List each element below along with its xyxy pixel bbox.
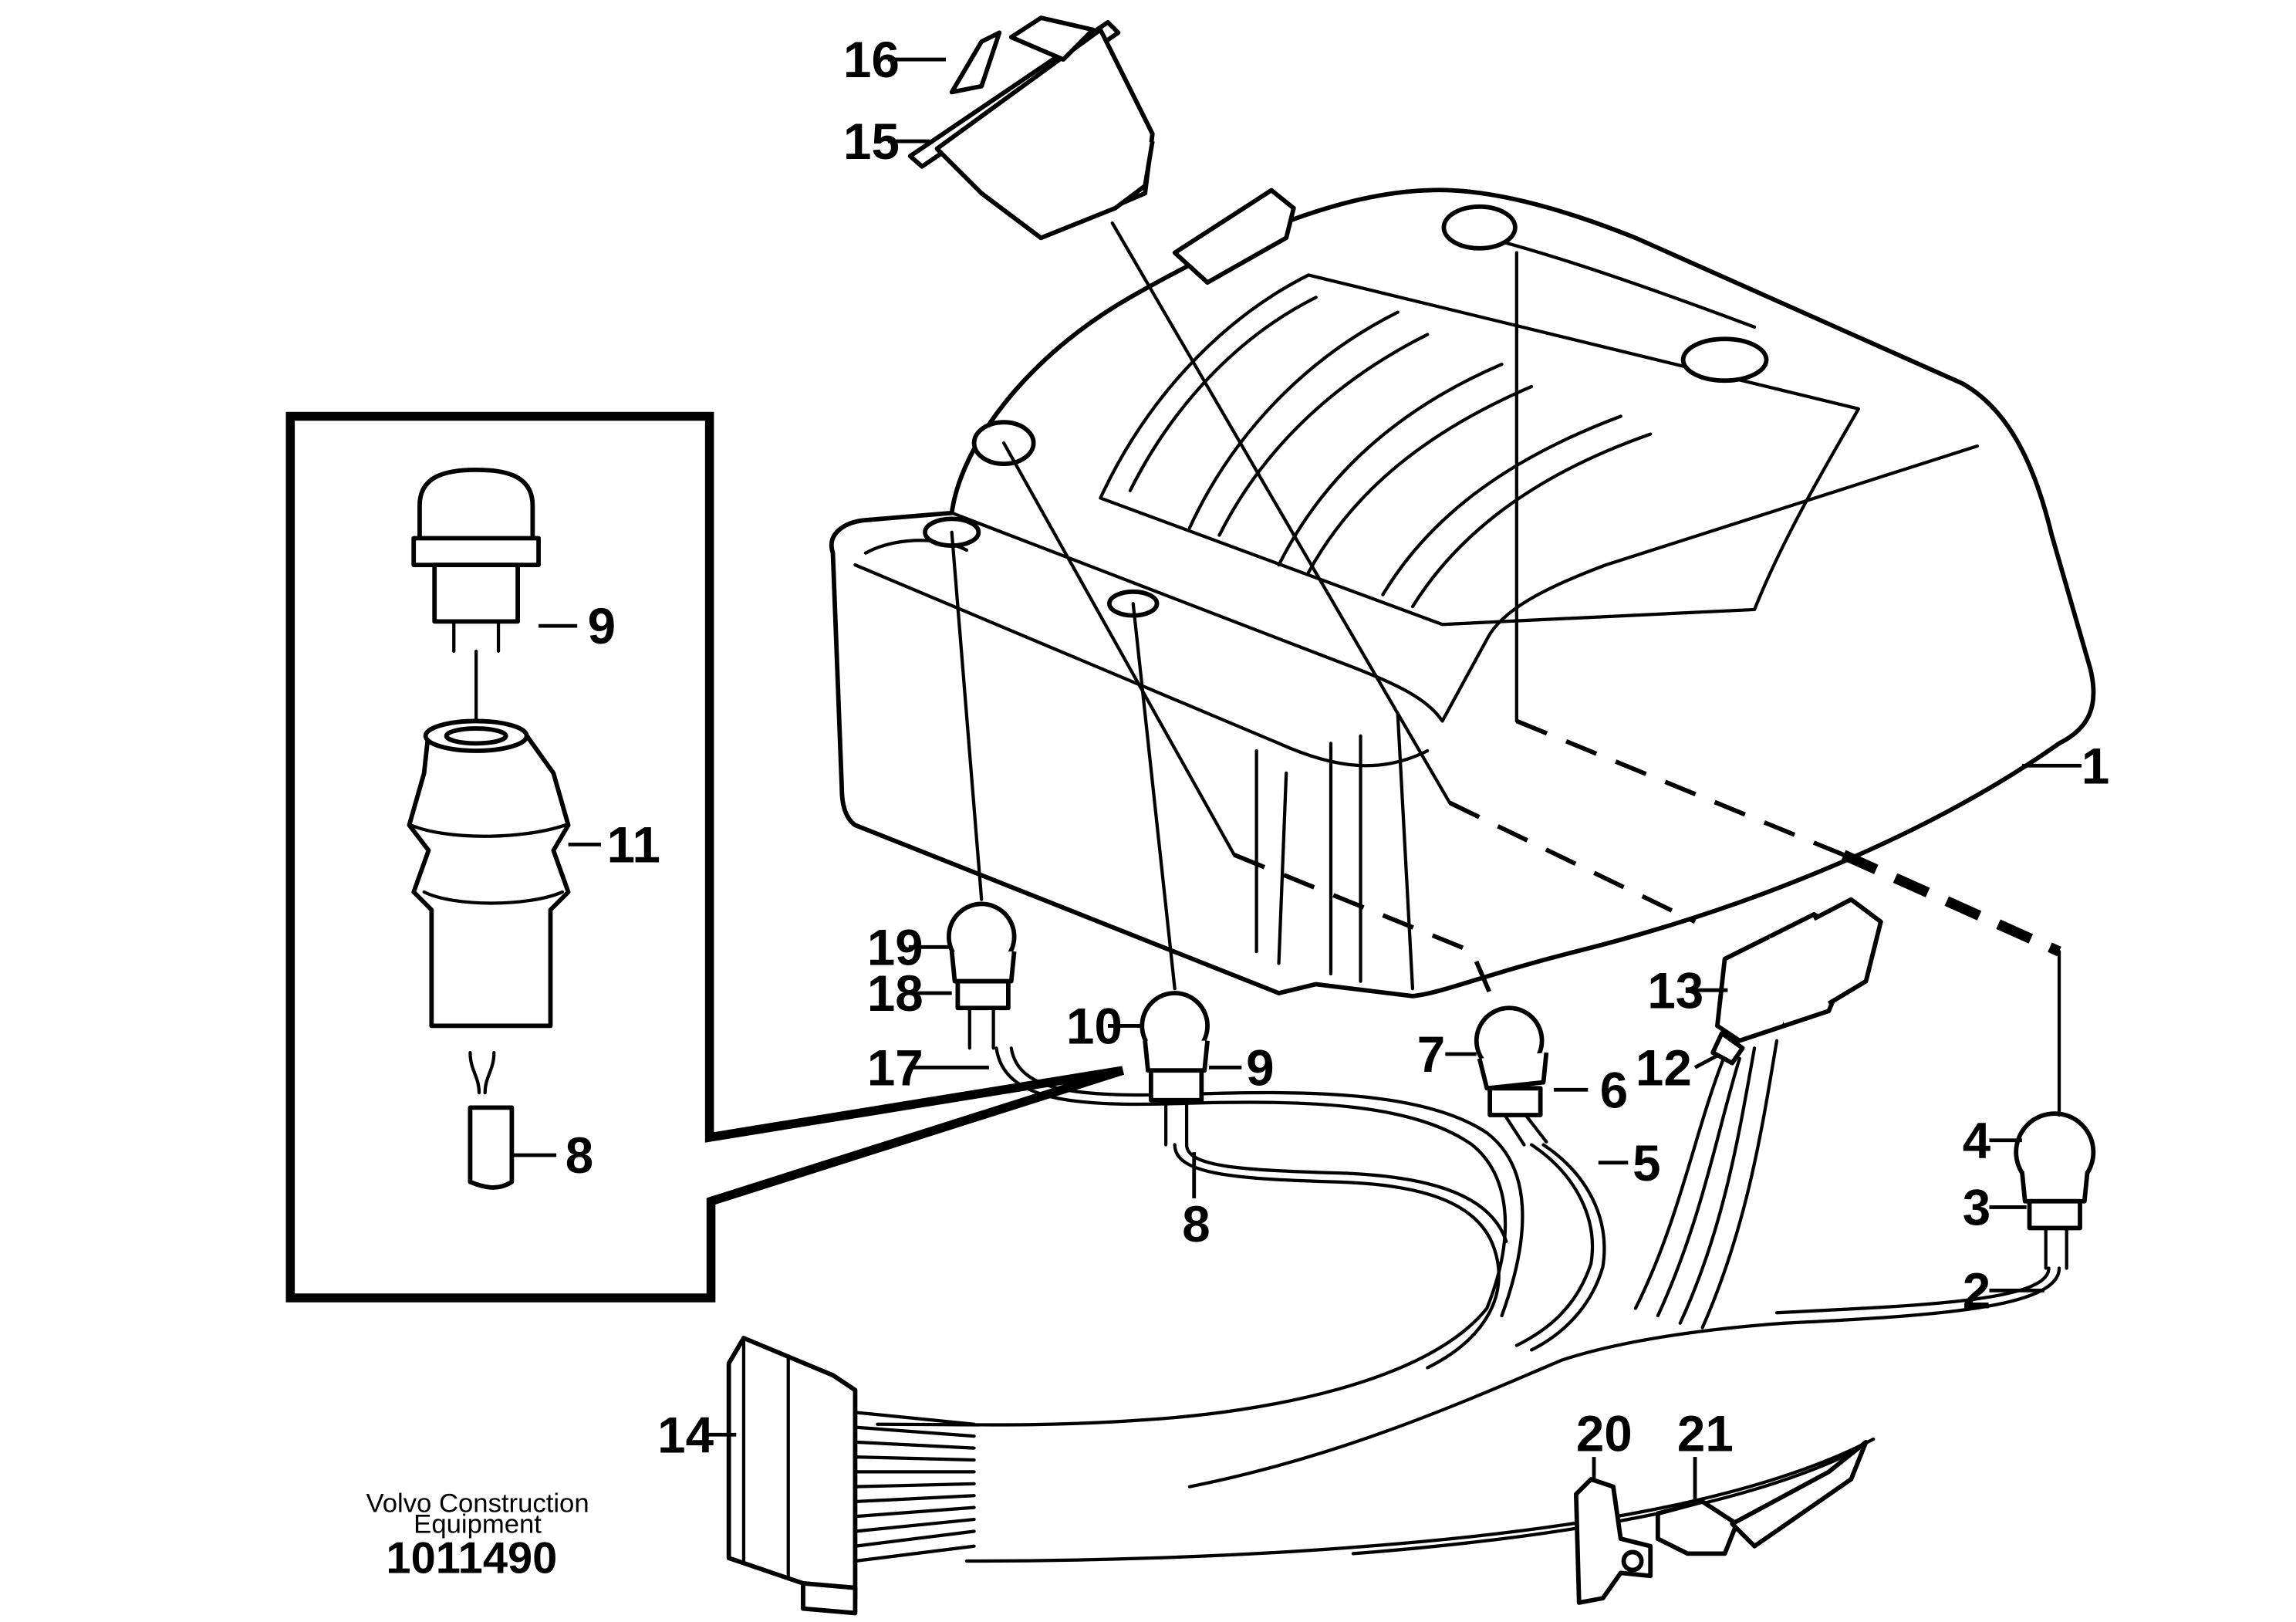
callout-19: 19 xyxy=(867,919,923,975)
callout-10: 10 xyxy=(1066,999,1123,1055)
callout-9-inset: 9 xyxy=(588,598,616,654)
rocker-switch-assembly xyxy=(907,15,1155,241)
callout-21: 21 xyxy=(1677,1405,1734,1461)
callout-12: 12 xyxy=(1636,1039,1692,1096)
callout-4: 4 xyxy=(1963,1113,1991,1169)
assembly-lines xyxy=(950,221,2061,1117)
callout-8-main: 8 xyxy=(1182,1196,1210,1252)
callout-11: 11 xyxy=(607,816,660,873)
callout-14: 14 xyxy=(657,1407,714,1463)
callout-7: 7 xyxy=(1417,1026,1445,1083)
callout-3: 3 xyxy=(1963,1180,1990,1236)
callout-16: 16 xyxy=(843,32,900,88)
callout-labels: 16 15 1 13 12 7 6 5 4 3 2 19 18 17 10 9 … xyxy=(566,32,2110,1463)
cable-clip xyxy=(1573,1477,1653,1605)
callout-20: 20 xyxy=(1576,1405,1633,1461)
callout-5: 5 xyxy=(1633,1135,1660,1191)
callout-17: 17 xyxy=(867,1039,923,1096)
callout-1: 1 xyxy=(2082,738,2109,794)
push-button-7-6 xyxy=(1474,1005,1549,1147)
console-housing xyxy=(829,188,2096,999)
wiring-harness xyxy=(726,1039,2061,1616)
cable-tie xyxy=(1655,1439,1869,1556)
detail-inset xyxy=(285,411,1124,1303)
push-button-4-3 xyxy=(2014,1111,2096,1270)
callout-18: 18 xyxy=(867,965,923,1022)
callout-9-main: 9 xyxy=(1246,1039,1274,1096)
callout-2: 2 xyxy=(1963,1262,1990,1319)
callout-leaders xyxy=(512,57,2082,1502)
company-name-line2: Equipment xyxy=(414,1509,542,1539)
connector-block xyxy=(1710,897,1883,1066)
company-name-line1: Volvo Construction xyxy=(366,1489,589,1518)
callout-15: 15 xyxy=(843,113,900,170)
callout-8-inset: 8 xyxy=(566,1127,593,1184)
callout-13: 13 xyxy=(1647,962,1703,1019)
drawing-number: 1011490 xyxy=(386,1533,557,1583)
push-button-10-9 xyxy=(1140,991,1210,1147)
push-button-19-18 xyxy=(946,901,1017,1050)
drawing-footer: Volvo Construction Equipment 1011490 xyxy=(366,1489,589,1583)
callout-6: 6 xyxy=(1600,1062,1628,1118)
